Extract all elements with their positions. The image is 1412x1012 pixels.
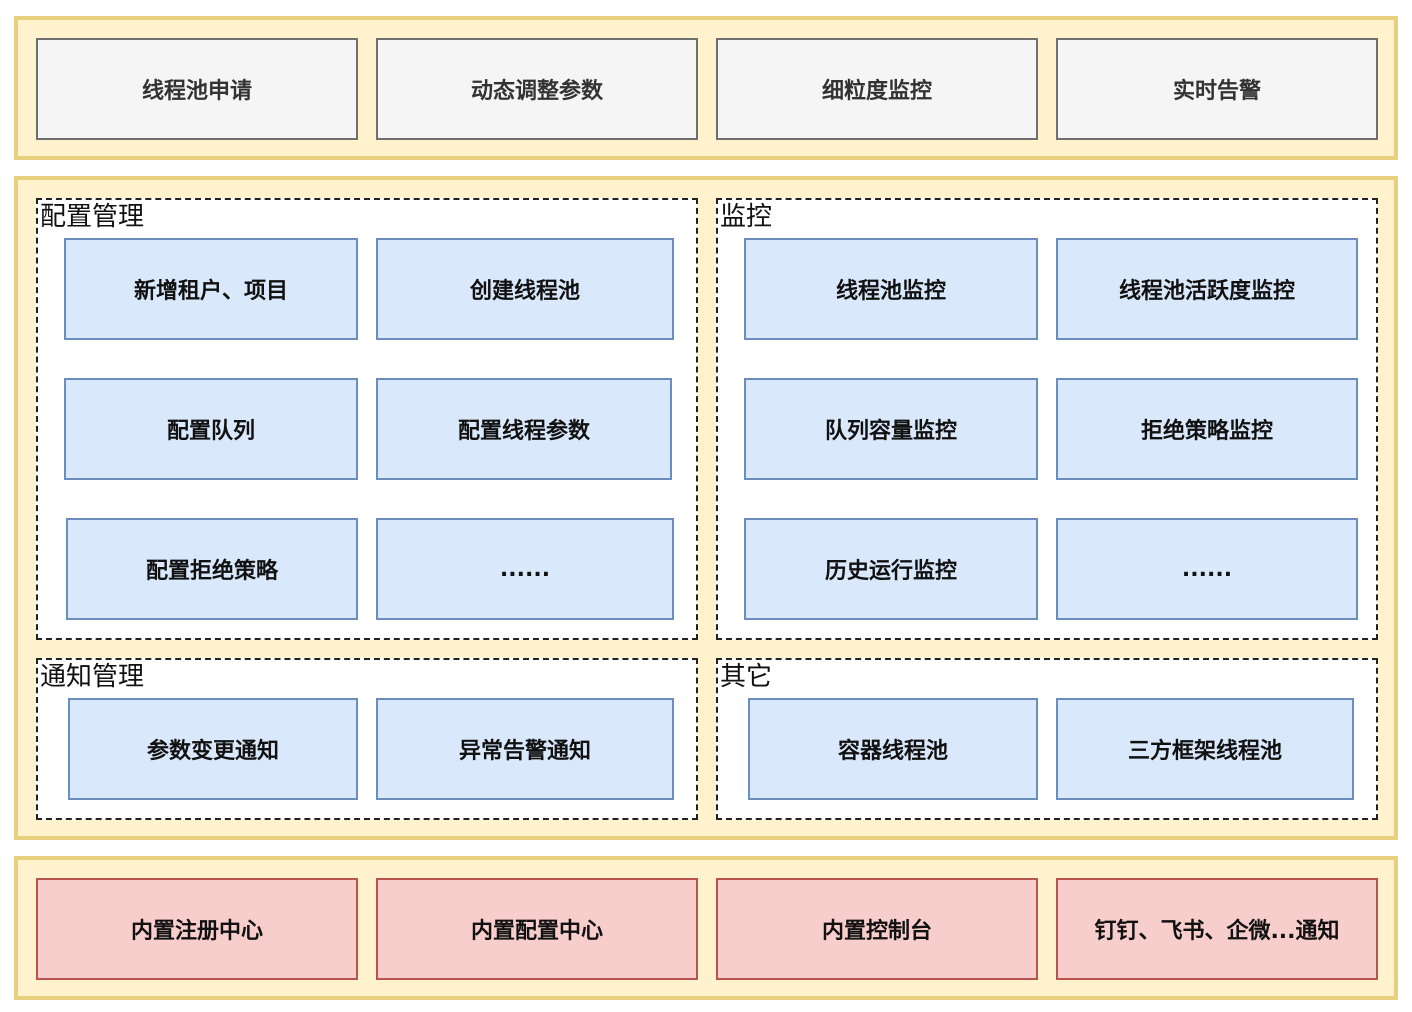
notify-exception-alert: 异常告警通知 [376,698,674,800]
notify-param-change: 参数变更通知 [68,698,358,800]
monitor-history-run: 历史运行监控 [744,518,1038,620]
group-title-other: 其它 [720,662,773,692]
builtin-config-center: 内置配置中心 [376,878,698,980]
config-queue: 配置队列 [64,378,358,480]
group-monitoring: 监控 线程池监控 线程池活跃度监控 队列容量监控 拒绝策略监控 历史运行监控 .… [716,198,1378,640]
group-title-notify: 通知管理 [40,662,145,692]
group-config-management: 配置管理 新增租户、项目 创建线程池 配置队列 配置线程参数 配置拒绝策略 ..… [36,198,698,640]
group-title-config: 配置管理 [40,202,145,232]
config-add-tenant-project: 新增租户、项目 [64,238,358,340]
builtin-console: 内置控制台 [716,878,1038,980]
monitor-thread-pool: 线程池监控 [744,238,1038,340]
group-title-monitor: 监控 [720,202,773,232]
middle-layer: 配置管理 新增租户、项目 创建线程池 配置队列 配置线程参数 配置拒绝策略 ..… [14,176,1398,840]
other-container-thread-pool: 容器线程池 [748,698,1038,800]
im-notification: 钉钉、飞书、企微...通知 [1056,878,1378,980]
config-more: ...... [376,518,674,620]
bottom-layer: 内置注册中心 内置配置中心 内置控制台 钉钉、飞书、企微...通知 [14,856,1398,1000]
feature-realtime-alert: 实时告警 [1056,38,1378,140]
monitor-queue-capacity: 队列容量监控 [744,378,1038,480]
builtin-registry-center: 内置注册中心 [36,878,358,980]
monitor-thread-pool-activity: 线程池活跃度监控 [1056,238,1358,340]
group-notification-management: 通知管理 参数变更通知 异常告警通知 [36,658,698,820]
feature-dynamic-adjust: 动态调整参数 [376,38,698,140]
feature-thread-pool-apply: 线程池申请 [36,38,358,140]
monitor-reject-policy: 拒绝策略监控 [1056,378,1358,480]
other-third-party-thread-pool: 三方框架线程池 [1056,698,1354,800]
config-reject-policy: 配置拒绝策略 [66,518,358,620]
top-layer: 线程池申请 动态调整参数 细粒度监控 实时告警 [14,16,1398,160]
monitor-more: ...... [1056,518,1358,620]
config-thread-params: 配置线程参数 [376,378,672,480]
config-create-thread-pool: 创建线程池 [376,238,674,340]
group-other: 其它 容器线程池 三方框架线程池 [716,658,1378,820]
feature-fine-monitor: 细粒度监控 [716,38,1038,140]
